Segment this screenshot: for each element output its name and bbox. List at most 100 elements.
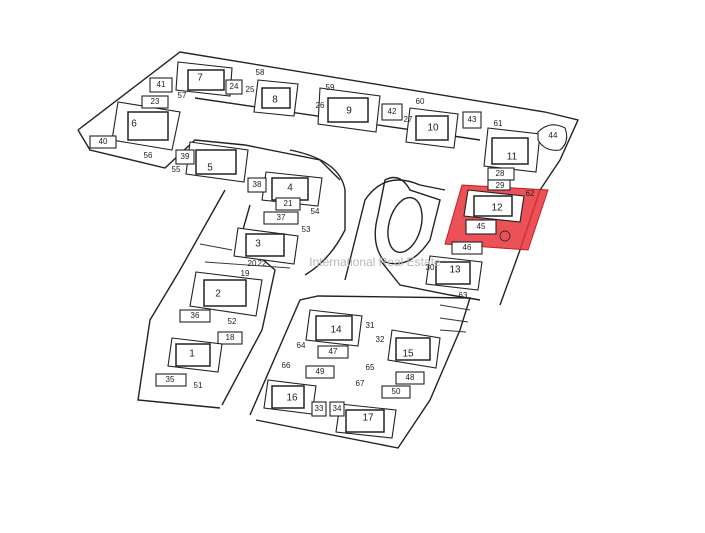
plot-label-23: 23 bbox=[151, 97, 160, 106]
plot-12-outline bbox=[463, 189, 525, 223]
plot-48-outline bbox=[395, 371, 425, 385]
plot-15-building bbox=[395, 337, 431, 361]
plot-label-31: 31 bbox=[366, 321, 375, 330]
plot-label-39: 39 bbox=[181, 152, 190, 161]
plot-label-7: 7 bbox=[197, 73, 203, 84]
watermark-text: International Real Estate bbox=[309, 255, 441, 269]
plot-40-outline bbox=[89, 135, 117, 149]
detail-mark-2 bbox=[204, 261, 291, 269]
plot-label-61: 61 bbox=[494, 119, 503, 128]
plot-label-22: 22 bbox=[258, 259, 267, 268]
plot-45-outline bbox=[465, 219, 497, 235]
plot-35-outline bbox=[155, 373, 187, 387]
plot-label-6: 6 bbox=[131, 119, 137, 130]
plot-label-19: 19 bbox=[241, 269, 250, 278]
detail-mark-1 bbox=[439, 304, 471, 333]
plot-label-45: 45 bbox=[477, 222, 486, 231]
plot-label-55: 55 bbox=[172, 165, 181, 174]
plot-9-outline bbox=[317, 87, 381, 133]
plot-7-building bbox=[187, 69, 225, 91]
plot-1-outline bbox=[167, 337, 223, 373]
plot-label-59: 59 bbox=[326, 83, 335, 92]
plot-47-outline bbox=[317, 345, 349, 359]
road-bottom-outer bbox=[249, 295, 471, 449]
plot-44-outline bbox=[537, 124, 568, 151]
center-pond bbox=[374, 176, 441, 265]
plot-label-65: 65 bbox=[366, 363, 375, 372]
road-center-curve bbox=[289, 149, 346, 276]
plot-label-40: 40 bbox=[99, 137, 108, 146]
plot-33-outline bbox=[311, 401, 327, 417]
plot-label-15: 15 bbox=[402, 349, 414, 360]
plot-label-34: 34 bbox=[333, 404, 342, 413]
plot-label-10: 10 bbox=[427, 123, 439, 134]
plot-label-41: 41 bbox=[157, 80, 166, 89]
plot-label-20: 20 bbox=[248, 259, 257, 268]
plot-49-outline bbox=[305, 365, 335, 379]
plot-label-50: 50 bbox=[392, 387, 401, 396]
plot-label-24: 24 bbox=[230, 82, 239, 91]
plot-label-25: 25 bbox=[246, 85, 255, 94]
plot-label-18: 18 bbox=[226, 333, 235, 342]
plot-label-52: 52 bbox=[228, 317, 237, 326]
plot-10-outline bbox=[405, 107, 459, 149]
plot-label-17: 17 bbox=[362, 413, 374, 424]
plot-13-building bbox=[435, 261, 471, 285]
plot-label-21: 21 bbox=[284, 199, 293, 208]
detail-marks bbox=[199, 230, 511, 333]
detail-mark-4 bbox=[499, 230, 511, 242]
plot-label-44: 44 bbox=[549, 131, 558, 140]
plot-label-53: 53 bbox=[302, 225, 311, 234]
plot-14-building bbox=[315, 315, 353, 341]
plot-label-33: 33 bbox=[315, 404, 324, 413]
plot-label-32: 32 bbox=[376, 335, 385, 344]
plot-37-outline bbox=[263, 211, 299, 225]
plot-label-35: 35 bbox=[166, 375, 175, 384]
plot-label-29: 29 bbox=[496, 181, 505, 190]
plot-label-13: 13 bbox=[449, 265, 461, 276]
plot-9-building bbox=[327, 97, 369, 123]
plot-39-outline bbox=[175, 149, 195, 165]
plot-label-51: 51 bbox=[194, 381, 203, 390]
plot-label-14: 14 bbox=[330, 325, 342, 336]
plot-29-outline bbox=[487, 179, 511, 191]
plot-42-outline bbox=[381, 103, 403, 121]
plot-11-outline bbox=[483, 127, 541, 173]
road-right-arm-outer bbox=[344, 179, 446, 281]
plot-label-2: 2 bbox=[215, 289, 221, 300]
plot-label-58: 58 bbox=[256, 68, 265, 77]
plot-24-outline bbox=[225, 79, 243, 95]
plot-12-building bbox=[473, 195, 513, 217]
plot-label-64: 64 bbox=[297, 341, 306, 350]
plot-17-outline bbox=[335, 403, 397, 439]
plot-label-57: 57 bbox=[178, 91, 187, 100]
plot-50-outline bbox=[381, 385, 411, 399]
plot-6-building bbox=[127, 111, 169, 141]
plot-label-30: 30 bbox=[426, 263, 435, 272]
plot-label-26: 26 bbox=[316, 101, 325, 110]
plot-8-building bbox=[261, 87, 291, 109]
plot-label-1: 1 bbox=[189, 349, 195, 360]
plot-13-outline bbox=[425, 255, 483, 291]
plot-11-building bbox=[491, 137, 529, 165]
plot-41-outline bbox=[149, 77, 173, 93]
plot-label-11: 11 bbox=[507, 152, 518, 163]
plot-2-outline bbox=[189, 271, 263, 317]
plot-label-9: 9 bbox=[346, 106, 352, 117]
plot-label-37: 37 bbox=[277, 213, 286, 222]
plot-17-building bbox=[345, 409, 385, 433]
plot-label-56: 56 bbox=[144, 151, 153, 160]
plot-46-outline bbox=[451, 241, 483, 255]
plot-23-outline bbox=[141, 95, 169, 109]
plot-38-outline bbox=[247, 177, 267, 193]
plot-36-outline bbox=[179, 309, 211, 323]
pond-inner bbox=[387, 196, 423, 254]
plot-8-outline bbox=[253, 79, 299, 117]
plot-18-outline bbox=[217, 331, 243, 345]
plot-10-building bbox=[415, 115, 449, 141]
detail-mark-3 bbox=[199, 243, 233, 251]
plot-label-62: 62 bbox=[526, 189, 535, 198]
plot-3-building bbox=[245, 233, 285, 257]
plot-label-5: 5 bbox=[207, 163, 213, 174]
